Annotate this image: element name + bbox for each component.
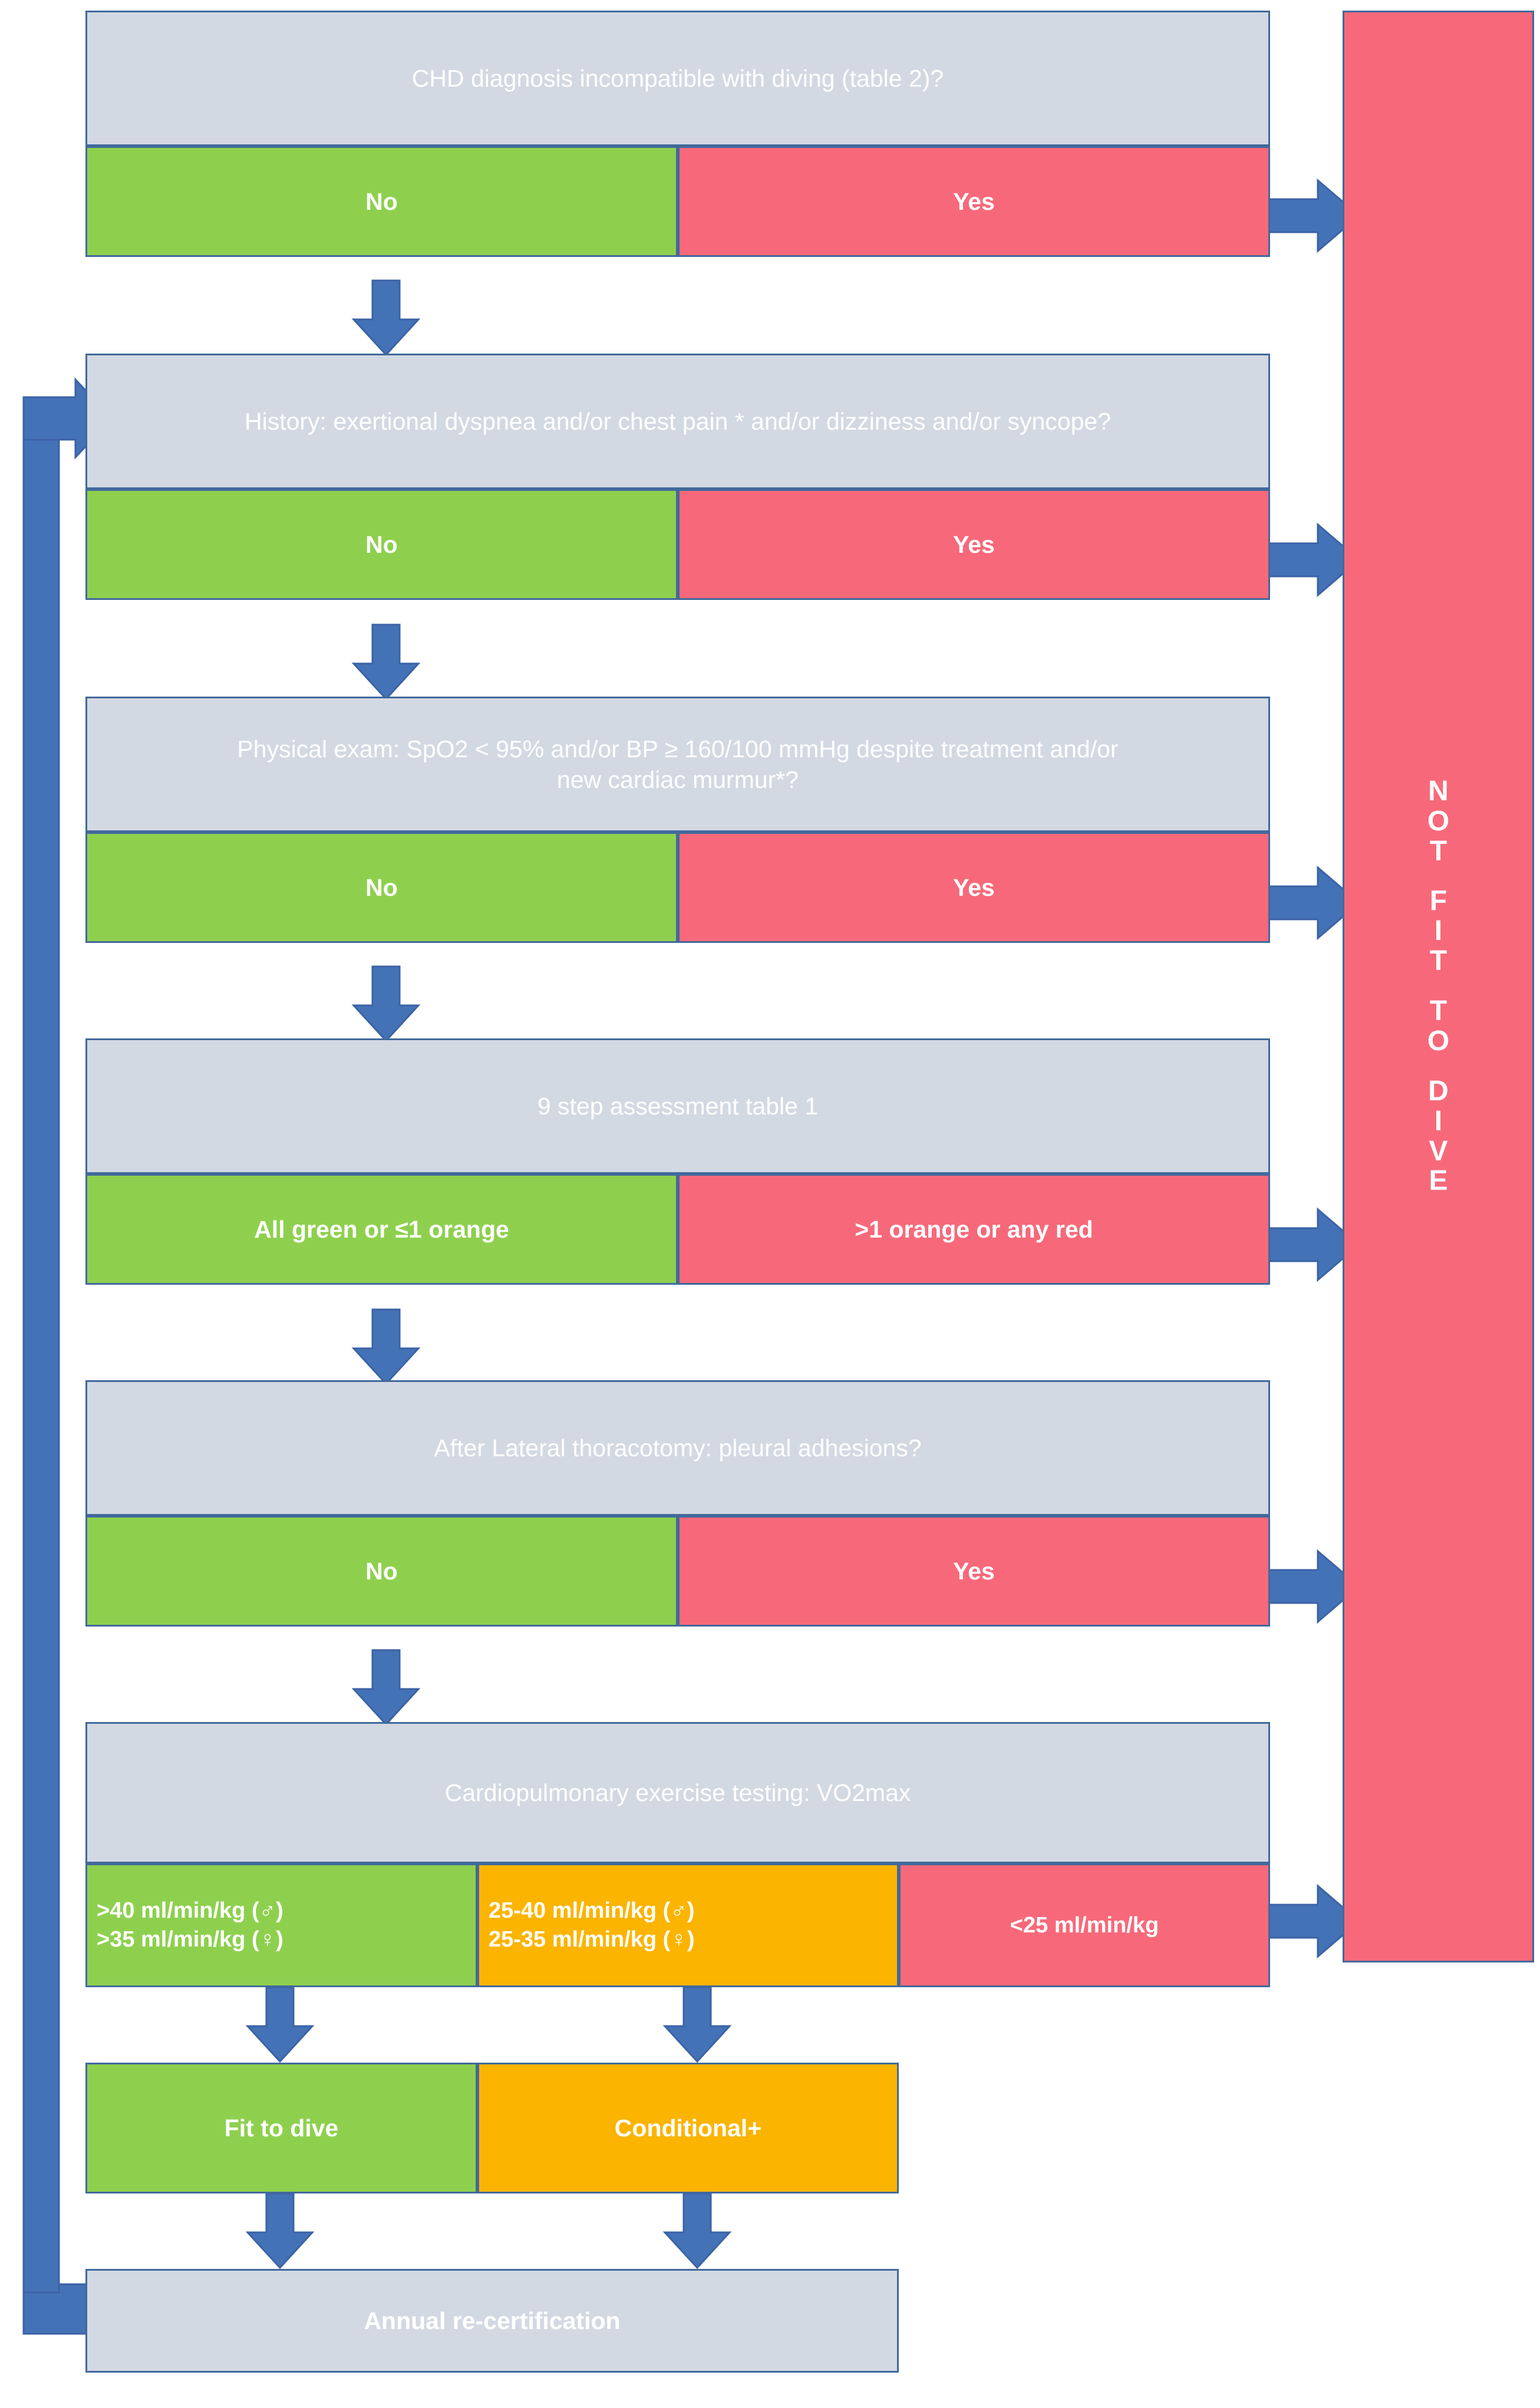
terminal-letter-i: I: [1434, 915, 1443, 947]
down-arrow-chd-to-history: [348, 279, 424, 357]
down-arrow-exam-to-nine-step: [348, 965, 424, 1043]
terminal-letter-n: N: [1428, 775, 1449, 807]
down-arrow-fit-to-recertification: [242, 2192, 318, 2270]
option-cpet-conditional[interactable]: 25-40 ml/min/kg (♂) 25-35 ml/min/kg (♀): [477, 1863, 899, 1987]
annual-recertification-box: Annual re-certification: [85, 2269, 899, 2373]
option-cpet-conditional-line2: 25-35 ml/min/kg (♀): [489, 1927, 695, 1952]
option-exam-no[interactable]: No: [85, 832, 678, 943]
terminal-letter-e: E: [1429, 1165, 1448, 1197]
option-nine-step-pass[interactable]: All green or ≤1 orange: [85, 1174, 678, 1285]
terminal-letter-t2: T: [1429, 945, 1447, 977]
question-cpet: Cardiopulmonary exercise testing: VO2max: [85, 1722, 1270, 1863]
outcome-fit-to-dive[interactable]: Fit to dive: [85, 2063, 477, 2193]
exit-arrow-exam-yes: [1265, 862, 1361, 944]
question-physical-exam-line1: Physical exam: SpO2 < 95% and/or BP ≥ 16…: [237, 735, 1119, 763]
option-thoracotomy-yes[interactable]: Yes: [678, 1516, 1270, 1627]
terminal-letter-d: D: [1428, 1075, 1449, 1107]
option-cpet-fail-line1: <25 ml/min/kg: [1010, 1912, 1159, 1938]
exit-arrow-nine-step-fail: [1265, 1203, 1361, 1286]
option-history-yes[interactable]: Yes: [678, 489, 1270, 600]
option-cpet-pass-line1: >40 ml/min/kg (♂): [97, 1898, 283, 1924]
option-cpet-pass-line2: >35 ml/min/kg (♀): [97, 1927, 283, 1952]
terminal-letter-t3: T: [1429, 995, 1447, 1027]
terminal-letter-v: V: [1429, 1135, 1448, 1167]
question-thoracotomy: After Lateral thoracotomy: pleural adhes…: [85, 1380, 1270, 1516]
feedback-loop-connector: [6, 371, 124, 2335]
question-nine-step: 9 step assessment table 1: [85, 1038, 1270, 1174]
option-history-no[interactable]: No: [85, 489, 678, 600]
down-arrow-cpet-pass-to-fit: [242, 1986, 318, 2063]
exit-arrow-thoracotomy-yes: [1265, 1545, 1361, 1628]
down-arrow-conditional-to-recertification: [659, 2192, 736, 2270]
down-arrow-history-to-exam: [348, 624, 424, 701]
option-chd-yes[interactable]: Yes: [678, 146, 1270, 257]
option-cpet-conditional-line1: 25-40 ml/min/kg (♂): [489, 1898, 695, 1924]
option-thoracotomy-no[interactable]: No: [85, 1516, 678, 1627]
down-arrow-thoracotomy-to-cpet: [348, 1649, 424, 1726]
question-history: History: exertional dyspnea and/or chest…: [85, 354, 1270, 489]
terminal-letter-o2: O: [1427, 1025, 1450, 1057]
option-cpet-fail[interactable]: <25 ml/min/kg: [899, 1863, 1270, 1987]
down-arrow-nine-step-to-thoracotomy: [348, 1308, 424, 1386]
exit-arrow-cpet-fail: [1265, 1880, 1361, 1962]
option-nine-step-fail[interactable]: >1 orange or any red: [678, 1174, 1270, 1285]
terminal-not-fit-to-dive: N O T F I T T O D I V E: [1343, 11, 1534, 1962]
terminal-letter-stack: N O T F I T T O D I V E: [1427, 775, 1450, 1197]
question-physical-exam: Physical exam: SpO2 < 95% and/or BP ≥ 16…: [85, 697, 1270, 832]
outcome-conditional[interactable]: Conditional+: [477, 2063, 899, 2193]
terminal-letter-t: T: [1429, 835, 1447, 867]
question-chd-diagnosis: CHD diagnosis incompatible with diving (…: [85, 11, 1270, 146]
terminal-letter-f: F: [1429, 885, 1447, 917]
terminal-letter-o: O: [1427, 805, 1450, 837]
terminal-letter-i2: I: [1434, 1105, 1443, 1137]
down-arrow-cpet-conditional-to-conditional: [659, 1986, 736, 2063]
option-exam-yes[interactable]: Yes: [678, 832, 1270, 943]
option-cpet-pass[interactable]: >40 ml/min/kg (♂) >35 ml/min/kg (♀): [85, 1863, 477, 1987]
exit-arrow-chd-yes: [1265, 174, 1361, 257]
exit-arrow-history-yes: [1265, 519, 1361, 601]
question-physical-exam-line2: new cardiac murmur*?: [556, 766, 799, 793]
option-chd-no[interactable]: No: [85, 146, 678, 257]
